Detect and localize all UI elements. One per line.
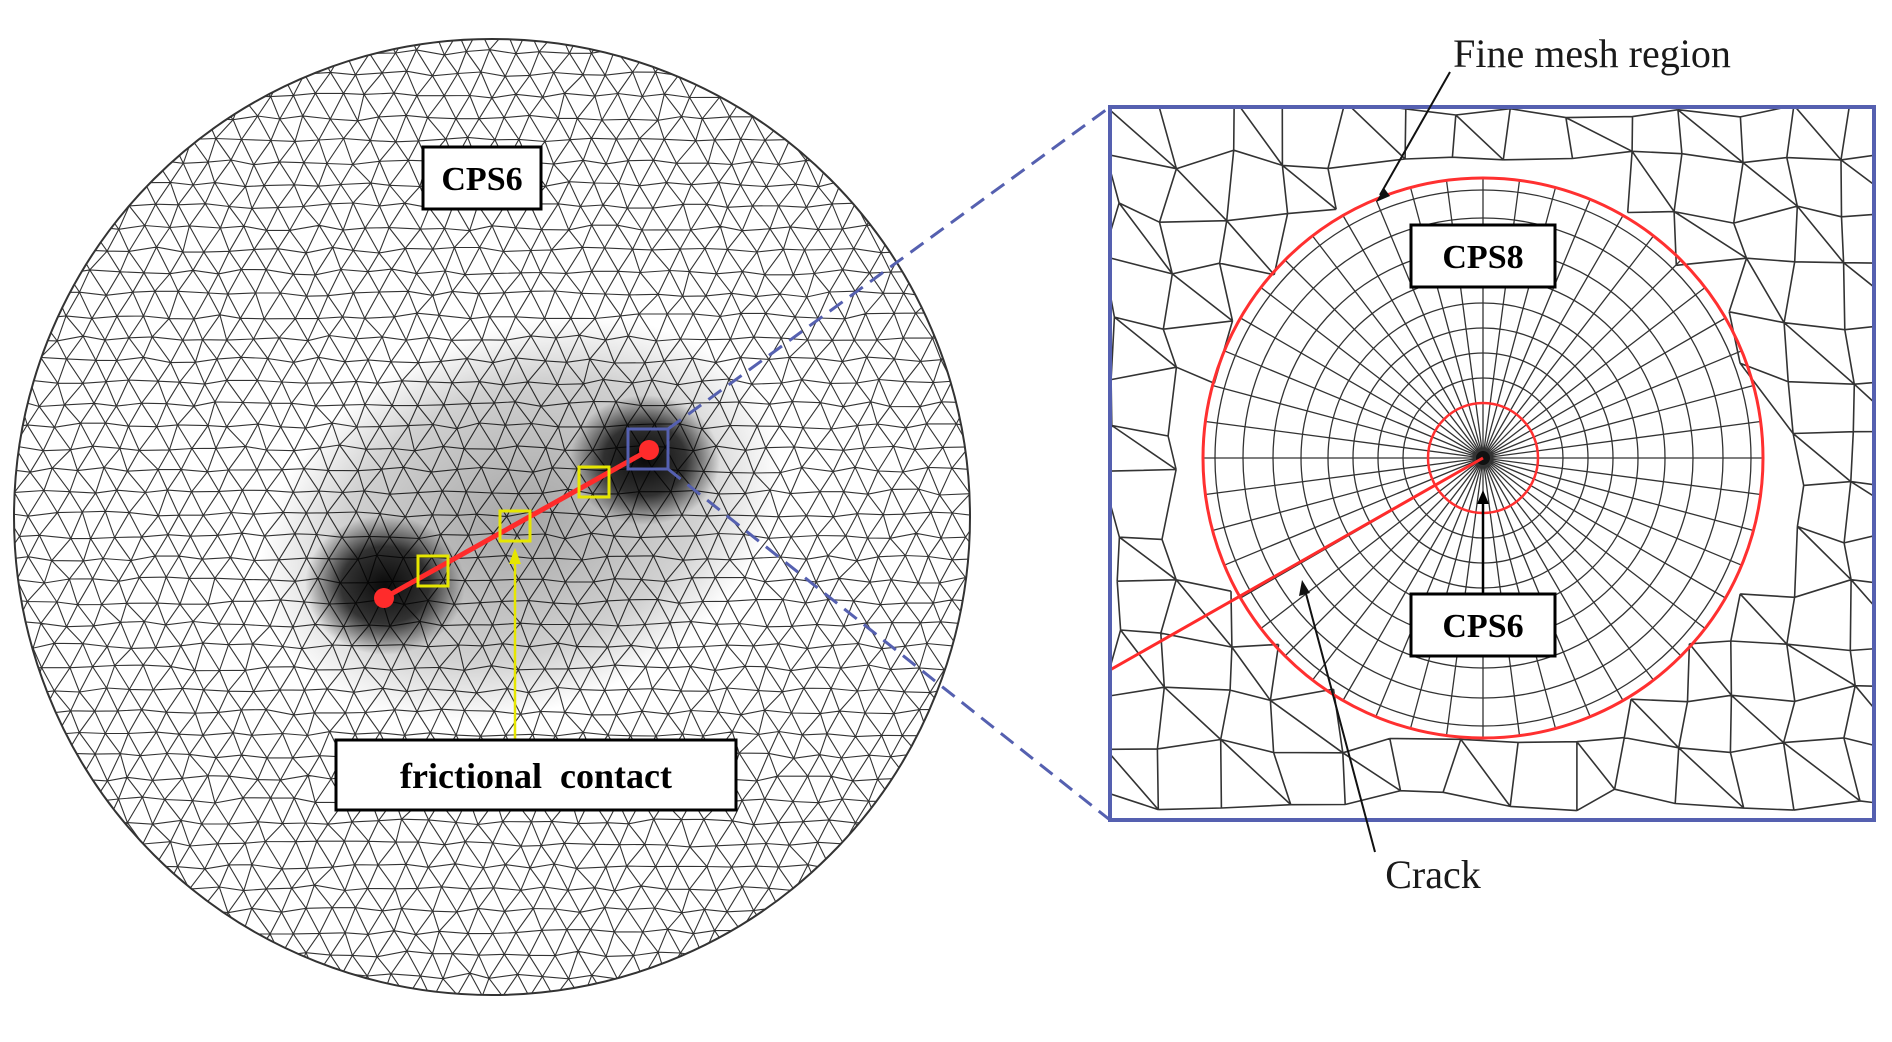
detail-frame [1108,105,1876,822]
label-cps6-text: CPS6 [441,161,522,198]
concentric-ring [1242,217,1724,699]
label-cps6-detail-text: CPS6 [1442,608,1523,645]
annotation-fine-mesh-region: Fine mesh region [1376,31,1731,202]
zoom-source-box [626,427,670,471]
label-frictional-contact: frictional contact [334,738,738,812]
zoom-lines [667,105,1111,822]
contact-marker [498,509,532,543]
crack-tip-left [374,588,394,608]
fine-mesh-region-text: Fine mesh region [1453,31,1731,76]
cps6-detail-arrow [1477,490,1489,594]
detail-view [1108,105,1876,822]
annotation-crack: Crack [1299,580,1481,897]
contact-marker [577,465,611,499]
label-frictional-contact-text: frictional contact [400,756,672,796]
concentric-ring [1214,189,1752,727]
contact-arrow [509,548,521,740]
label-cps8-text: CPS8 [1442,239,1523,276]
fine-mesh-circle [1201,176,1765,740]
label-cps6-main: CPS6 [421,145,543,211]
crack-tip-right [639,440,659,460]
crack-line [382,447,651,601]
mesh-boundary [13,38,971,996]
label-cps8: CPS8 [1409,223,1557,289]
crack-group [374,427,670,608]
crack-text: Crack [1385,852,1481,897]
contact-marker [416,554,450,588]
label-cps6-detail: CPS6 [1409,592,1557,658]
detail-crack [1110,456,1484,672]
